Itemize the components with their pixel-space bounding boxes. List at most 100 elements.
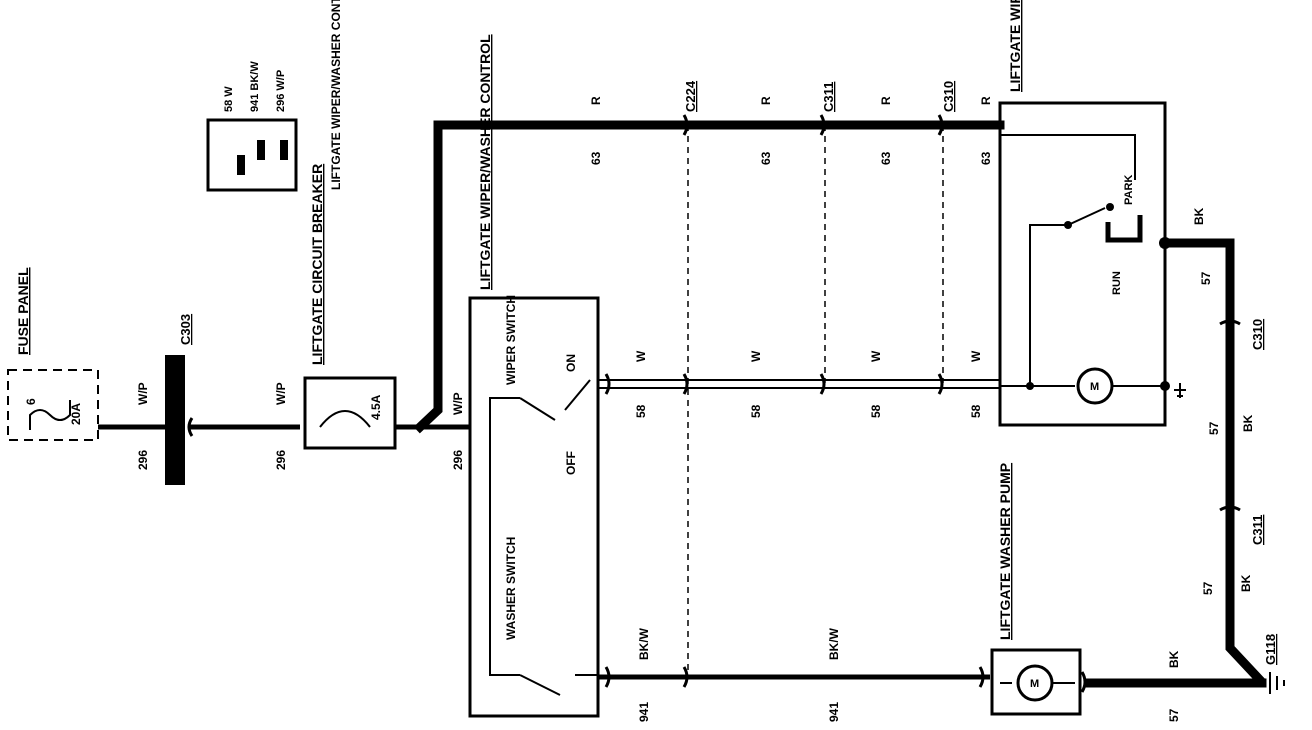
on-label: ON bbox=[564, 354, 578, 372]
wire-57-loop bbox=[1160, 238, 1267, 687]
wire-57-color-4: BK bbox=[1167, 650, 1181, 668]
wire-58-clip-b bbox=[682, 373, 689, 395]
terminal-941 bbox=[257, 140, 265, 160]
terminal-58 bbox=[237, 155, 245, 175]
wire-57-num-2: 57 bbox=[1207, 421, 1221, 435]
wire-58-color-1: W bbox=[634, 350, 648, 362]
wire-63-color-4: R bbox=[979, 96, 993, 105]
wire-58-clip-d bbox=[937, 373, 944, 395]
c311-clip-bk bbox=[1219, 505, 1241, 512]
pump-box bbox=[990, 648, 1082, 716]
wire-63-main bbox=[413, 120, 1005, 434]
liftgate-circuit-breaker: 4.5A LIFTGATE CIRCUIT BREAKER bbox=[303, 164, 397, 450]
terminal-296 bbox=[280, 140, 288, 160]
breaker-box bbox=[303, 376, 397, 450]
wire-941-clip-a bbox=[604, 666, 611, 688]
wire-58-clip-c bbox=[819, 373, 826, 395]
park-label: PARK bbox=[1123, 175, 1135, 205]
wire-63-num-4: 63 bbox=[979, 151, 993, 165]
wire-57-num-1: 57 bbox=[1199, 271, 1213, 285]
wire-296-color-c: W/P bbox=[451, 392, 465, 415]
park-switch-blade bbox=[1067, 207, 1106, 226]
wire-63-color-1: R bbox=[589, 96, 603, 105]
washer-feed bbox=[489, 427, 520, 676]
c310-label-top: C310 bbox=[941, 81, 956, 112]
wire-58-num-1: 58 bbox=[634, 404, 648, 418]
off-label: OFF bbox=[564, 451, 578, 475]
wiper-motor-symbol: M bbox=[1090, 381, 1099, 393]
park-switch-pivot bbox=[1064, 221, 1072, 229]
g118-label: G118 bbox=[1263, 634, 1278, 665]
terminals-label: LIFTGATE WIPER/WASHER CONTROL TERMINALS bbox=[329, 0, 343, 190]
breaker-symbol bbox=[319, 410, 371, 428]
wiper-switch-label: WIPER SWITCH bbox=[504, 295, 518, 385]
wiper-feed bbox=[489, 397, 520, 427]
wire-296-num-a: 296 bbox=[136, 450, 150, 470]
wire-941-clip-c bbox=[978, 666, 985, 688]
c311-clip-red bbox=[819, 114, 826, 136]
wire-58-num-3: 58 bbox=[869, 404, 883, 418]
wiper-on-contact bbox=[564, 379, 591, 411]
fuse-panel: 6 20A FUSE PANEL bbox=[7, 267, 99, 441]
wire-941-color-2: BK/W bbox=[827, 627, 841, 660]
liftgate-washer-pump: M LIFTGATE WASHER PUMP bbox=[990, 463, 1087, 716]
c224-label: C224 bbox=[683, 80, 698, 112]
control-box bbox=[468, 296, 600, 718]
wire-63-num-3: 63 bbox=[879, 151, 893, 165]
c311-label-top: C311 bbox=[821, 82, 836, 112]
wire-58-color-2: W bbox=[749, 350, 763, 362]
wire-63-color-3: R bbox=[879, 96, 893, 105]
fuse-number-label: 6 bbox=[24, 398, 38, 405]
wire-296-color-b: W/P bbox=[274, 382, 288, 405]
control-terminals-inset: 58 W 941 BK/W 296 W/P LIFTGATE WIPER/WAS… bbox=[206, 0, 343, 192]
washer-switch-label: WASHER SWITCH bbox=[504, 537, 518, 640]
wire-296-num-c: 296 bbox=[451, 450, 465, 470]
wire-58-color-3: W bbox=[869, 350, 883, 362]
motor-run-path bbox=[1029, 224, 1065, 383]
fuse-panel-box bbox=[7, 369, 99, 441]
wire-58-color-4: W bbox=[969, 350, 983, 362]
wire-57-color-3: BK bbox=[1239, 574, 1253, 592]
term-296-label: 296 W/P bbox=[275, 70, 287, 112]
terminals-box bbox=[206, 118, 298, 192]
fuse-panel-label: FUSE PANEL bbox=[15, 267, 31, 355]
washer-switch-blade bbox=[519, 674, 561, 696]
wire-58-num-4: 58 bbox=[969, 404, 983, 418]
wire-57-num-3: 57 bbox=[1201, 581, 1215, 595]
washer-pump-symbol: M bbox=[1030, 678, 1039, 690]
wire-296-color-a: W/P bbox=[136, 382, 150, 405]
wire-63-color-2: R bbox=[759, 96, 773, 105]
run-contact bbox=[1105, 215, 1143, 243]
wire-57-color-2: BK bbox=[1241, 414, 1255, 432]
c303-pin bbox=[187, 417, 194, 437]
c310-clip-bk bbox=[1219, 319, 1241, 326]
wire-941-num-1: 941 bbox=[637, 702, 651, 722]
c310-label-bk: C310 bbox=[1250, 319, 1265, 350]
c303-block bbox=[165, 355, 185, 485]
motor-junction bbox=[1026, 382, 1034, 390]
liftgate-wiper-motor-and-switch: LIFTGATE WIPER MOTOR AND SWITCH PARK RUN… bbox=[998, 0, 1170, 427]
park-contact bbox=[1106, 203, 1114, 211]
wire-941-color-1: BK/W bbox=[637, 627, 651, 660]
fuse-symbol bbox=[29, 400, 71, 430]
c303-label: C303 bbox=[178, 314, 193, 345]
term-941-label: 941 BK/W bbox=[249, 61, 261, 112]
wiper-washer-control: LIFTGATE WIPER/WASHER CONTROL WIPER SWIT… bbox=[468, 34, 600, 718]
wire-296-num-b: 296 bbox=[274, 450, 288, 470]
wire-63-num-1: 63 bbox=[589, 151, 603, 165]
breaker-rating-label: 4.5A bbox=[369, 394, 383, 420]
fuse-rating-label: 20A bbox=[69, 403, 83, 425]
term-58-label: 58 W bbox=[223, 86, 235, 112]
wire-941-num-2: 941 bbox=[827, 702, 841, 722]
wire-57-color-1: BK bbox=[1192, 207, 1206, 225]
control-label: LIFTGATE WIPER/WASHER CONTROL bbox=[477, 34, 493, 290]
breaker-label: LIFTGATE CIRCUIT BREAKER bbox=[309, 164, 325, 365]
c311-label-bk: C311 bbox=[1250, 515, 1265, 545]
c310-clip-red bbox=[937, 114, 944, 136]
pump-clip bbox=[1080, 671, 1087, 693]
run-label: RUN bbox=[1111, 271, 1123, 295]
motor-feed-top bbox=[1000, 134, 1136, 180]
motor-ground-symbol bbox=[1174, 383, 1186, 398]
wire-57-node bbox=[1159, 237, 1171, 249]
